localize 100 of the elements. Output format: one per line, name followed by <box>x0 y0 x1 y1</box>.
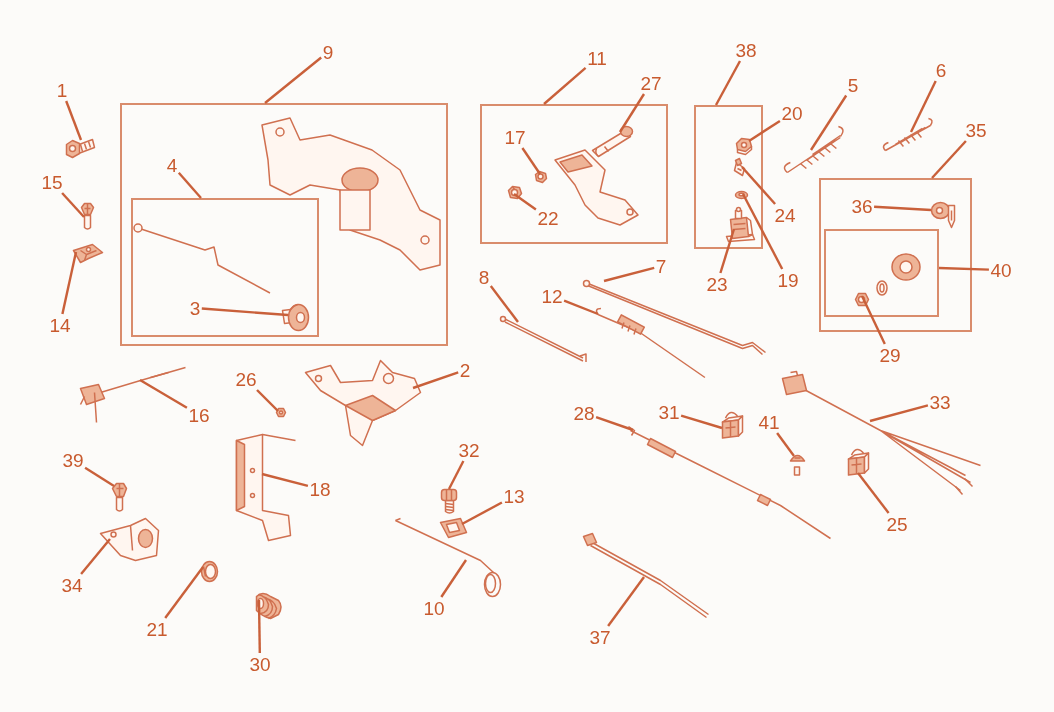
nut-drawing <box>506 184 523 200</box>
leader-line <box>177 171 202 199</box>
callout-number: 33 <box>929 392 951 412</box>
leader-line <box>543 67 587 105</box>
callout-number: 17 <box>504 127 526 147</box>
group-frame <box>120 103 448 346</box>
callout-number: 1 <box>56 80 68 100</box>
leader-line <box>261 472 309 488</box>
leader-line <box>461 501 503 526</box>
callout-number: 21 <box>146 619 168 639</box>
callout-number: 9 <box>322 42 334 62</box>
bracket-drawing <box>98 516 160 562</box>
callout-number: 36 <box>851 196 873 216</box>
group-frame <box>819 178 972 332</box>
callout-number: 40 <box>990 260 1012 280</box>
nut-drawing <box>853 291 870 307</box>
callout-number: 27 <box>640 73 662 93</box>
bracket-drawing <box>303 358 422 447</box>
leader-line <box>719 228 736 274</box>
callout-number: 8 <box>478 267 490 287</box>
bracket-drawing <box>234 432 297 542</box>
leader-line <box>607 576 645 627</box>
leader-line <box>909 80 937 133</box>
washer-drawing <box>733 190 749 200</box>
callout-number: 3 <box>189 298 201 318</box>
leader-line <box>714 60 742 106</box>
callout-number: 38 <box>735 40 757 60</box>
leader-line <box>931 140 967 179</box>
group-frame <box>824 229 939 317</box>
pin-drawing <box>590 124 634 158</box>
clip-drawing <box>71 242 104 264</box>
callout-number: 35 <box>965 120 987 140</box>
leader-line <box>874 205 932 212</box>
callout-number: 32 <box>458 440 480 460</box>
nut-drawing <box>734 136 753 156</box>
callout-number: 30 <box>249 654 271 674</box>
leader-line <box>748 119 781 142</box>
callout-number: 16 <box>188 405 210 425</box>
lock-drawing <box>929 200 956 229</box>
callout-number: 31 <box>658 402 680 422</box>
leader-line <box>412 371 459 390</box>
spring-drawing <box>881 116 934 152</box>
leader-line <box>61 192 85 218</box>
callout-number: 22 <box>537 208 559 228</box>
knob-drawing <box>280 302 310 332</box>
leader-line <box>521 147 541 175</box>
nut-drawing <box>274 406 287 418</box>
leader-line <box>810 94 848 151</box>
callout-number: 20 <box>781 103 803 123</box>
callout-number: 18 <box>309 479 331 499</box>
rod-drawing <box>581 278 767 356</box>
callout-number: 2 <box>459 360 471 380</box>
leader-line <box>80 538 111 575</box>
leader-line <box>857 472 890 514</box>
rod-drawing <box>499 315 588 364</box>
callout-number: 24 <box>774 205 796 225</box>
bolt-drawing <box>788 454 806 477</box>
spring-drawing <box>782 124 845 174</box>
callout-number: 11 <box>587 48 607 68</box>
leader-line <box>741 166 776 205</box>
harness-drawing <box>780 369 982 496</box>
nut-drawing <box>533 169 548 184</box>
cable-drawing <box>78 365 187 424</box>
bolt-drawing <box>439 487 458 514</box>
leader-line <box>869 404 929 423</box>
leader-line <box>447 460 465 490</box>
ring-drawing <box>199 559 219 583</box>
bolt-drawing <box>732 156 746 177</box>
leader-line <box>680 414 723 430</box>
callout-number: 37 <box>589 627 611 647</box>
leader-line <box>860 295 886 345</box>
callout-number: 15 <box>41 172 63 192</box>
leader-line <box>603 266 655 283</box>
callout-number: 41 <box>758 412 780 432</box>
callout-number: 10 <box>423 598 445 618</box>
callout-number: 5 <box>847 75 859 95</box>
spring-rod-drawing <box>595 306 707 379</box>
leader-line <box>619 93 645 133</box>
leader-line <box>201 307 289 317</box>
callout-number: 13 <box>503 486 525 506</box>
leader-line <box>440 559 467 598</box>
clip-drawing <box>720 410 744 440</box>
leader-line <box>563 299 599 316</box>
leader-line <box>256 389 279 412</box>
leader-line <box>164 566 204 619</box>
group-frame <box>131 198 319 337</box>
coil-drawing <box>254 591 282 620</box>
leader-line <box>65 100 83 141</box>
leader-line <box>61 251 78 315</box>
callout-number: 12 <box>541 286 563 306</box>
leader-line <box>84 466 115 487</box>
callout-number: 7 <box>655 256 667 276</box>
callout-number: 26 <box>235 369 257 389</box>
bolt-drawing <box>110 481 128 512</box>
callout-number: 4 <box>166 155 178 175</box>
wire-drawing <box>393 516 502 598</box>
callout-number: 6 <box>935 60 947 80</box>
switch-drawing <box>724 205 756 243</box>
leader-line <box>489 285 519 323</box>
callout-number: 29 <box>879 345 901 365</box>
